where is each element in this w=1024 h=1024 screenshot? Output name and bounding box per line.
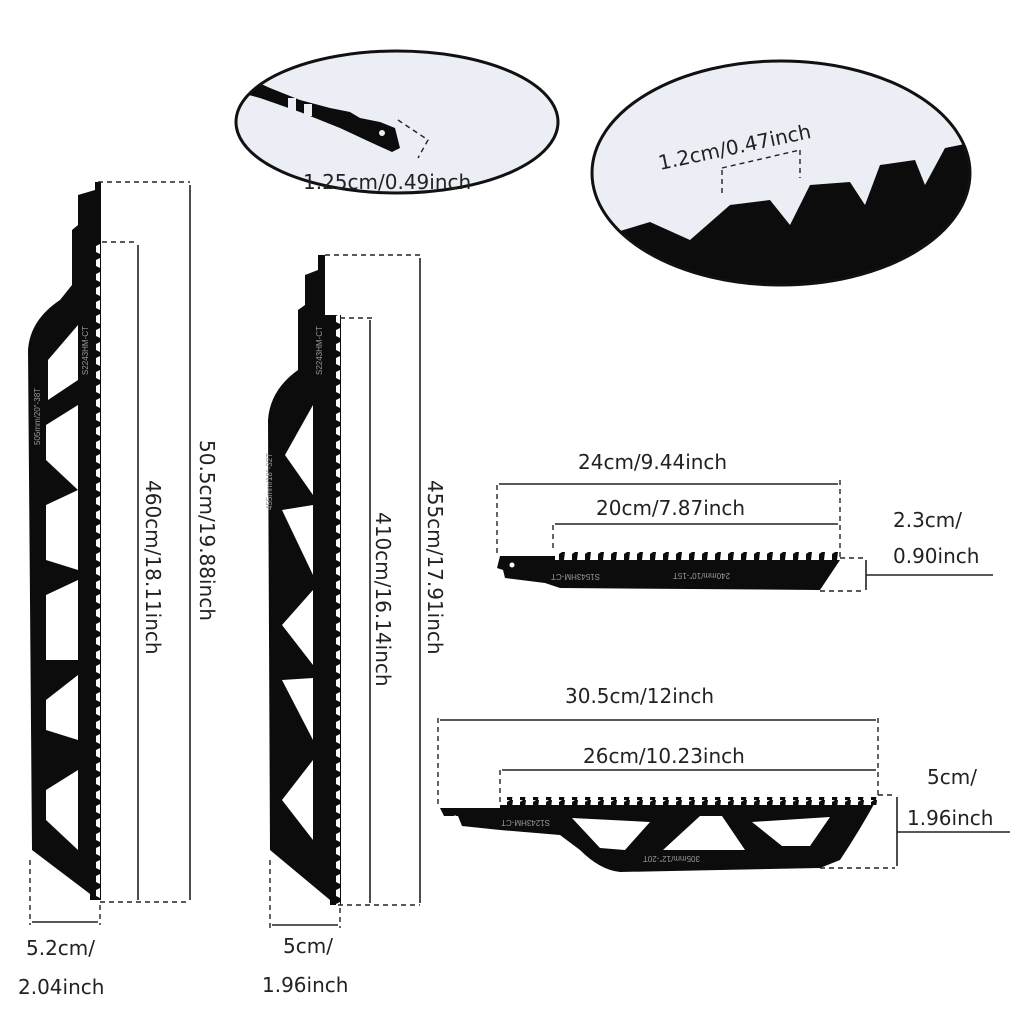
width-label-line1: 5cm/ [927, 765, 977, 789]
blade-holes [572, 816, 830, 850]
shank-detail-zoom: HM-CT 1.25cm/0.49inch [234, 49, 560, 195]
blade-model-engraving: S2243HM-CT [81, 326, 90, 375]
blade-240: S1543HM-CT 240mm/10"-15T 24cm/9.44inch 2… [496, 450, 993, 592]
blade-505: S2243HM-CT 505mm/20"-38T 50.5cm/19.88inc… [18, 181, 219, 999]
blade-size-engraving: 505mm/20"-38T [33, 388, 42, 445]
tooth-length-label: 20cm/7.87inch [596, 496, 745, 520]
tooth-length-label: 460cm/18.11inch [141, 480, 165, 655]
blade-holes [46, 325, 78, 850]
blade-305: S1243HM-CT 305mm/12"-20T 30.5cm/12inch 2… [437, 684, 1010, 872]
total-length-label: 50.5cm/19.88inch [195, 440, 219, 621]
blade-455: S2243HM-CT 455mm/18"-32T 455cm/17.91inch… [262, 254, 447, 997]
width-label-line2: 1.96inch [907, 806, 993, 830]
blade-size-engraving: 240mm/10"-15T [673, 571, 730, 580]
blade-size-engraving: 305mm/12"-20T [643, 854, 700, 863]
blade-model-engraving: S2243HM-CT [315, 326, 324, 375]
tooth-detail-zoom: 1.2cm/0.47inch [590, 59, 972, 287]
width-label-line1: 5cm/ [283, 934, 333, 958]
blade-size-engraving: 455mm/18"-32T [265, 453, 274, 510]
blade-model-engraving: S1543HM-CT [551, 572, 600, 581]
blade-model-engraving: S1243HM-CT [501, 818, 550, 827]
width-label-line1: 5.2cm/ [26, 936, 95, 960]
width-label-line2: 0.90inch [893, 544, 979, 568]
tooth-length-label: 26cm/10.23inch [583, 744, 745, 768]
width-label-line2: 1.96inch [262, 973, 348, 997]
width-label-line1: 2.3cm/ [893, 508, 962, 532]
total-length-label: 24cm/9.44inch [578, 450, 727, 474]
blade-holes [282, 405, 313, 840]
tooth-length-label: 410cm/16.14inch [371, 512, 395, 687]
total-length-label: 30.5cm/12inch [565, 684, 714, 708]
total-length-label: 455cm/17.91inch [423, 480, 447, 655]
width-label-line2: 2.04inch [18, 975, 104, 999]
shank-width-label: 1.25cm/0.49inch [303, 170, 471, 194]
